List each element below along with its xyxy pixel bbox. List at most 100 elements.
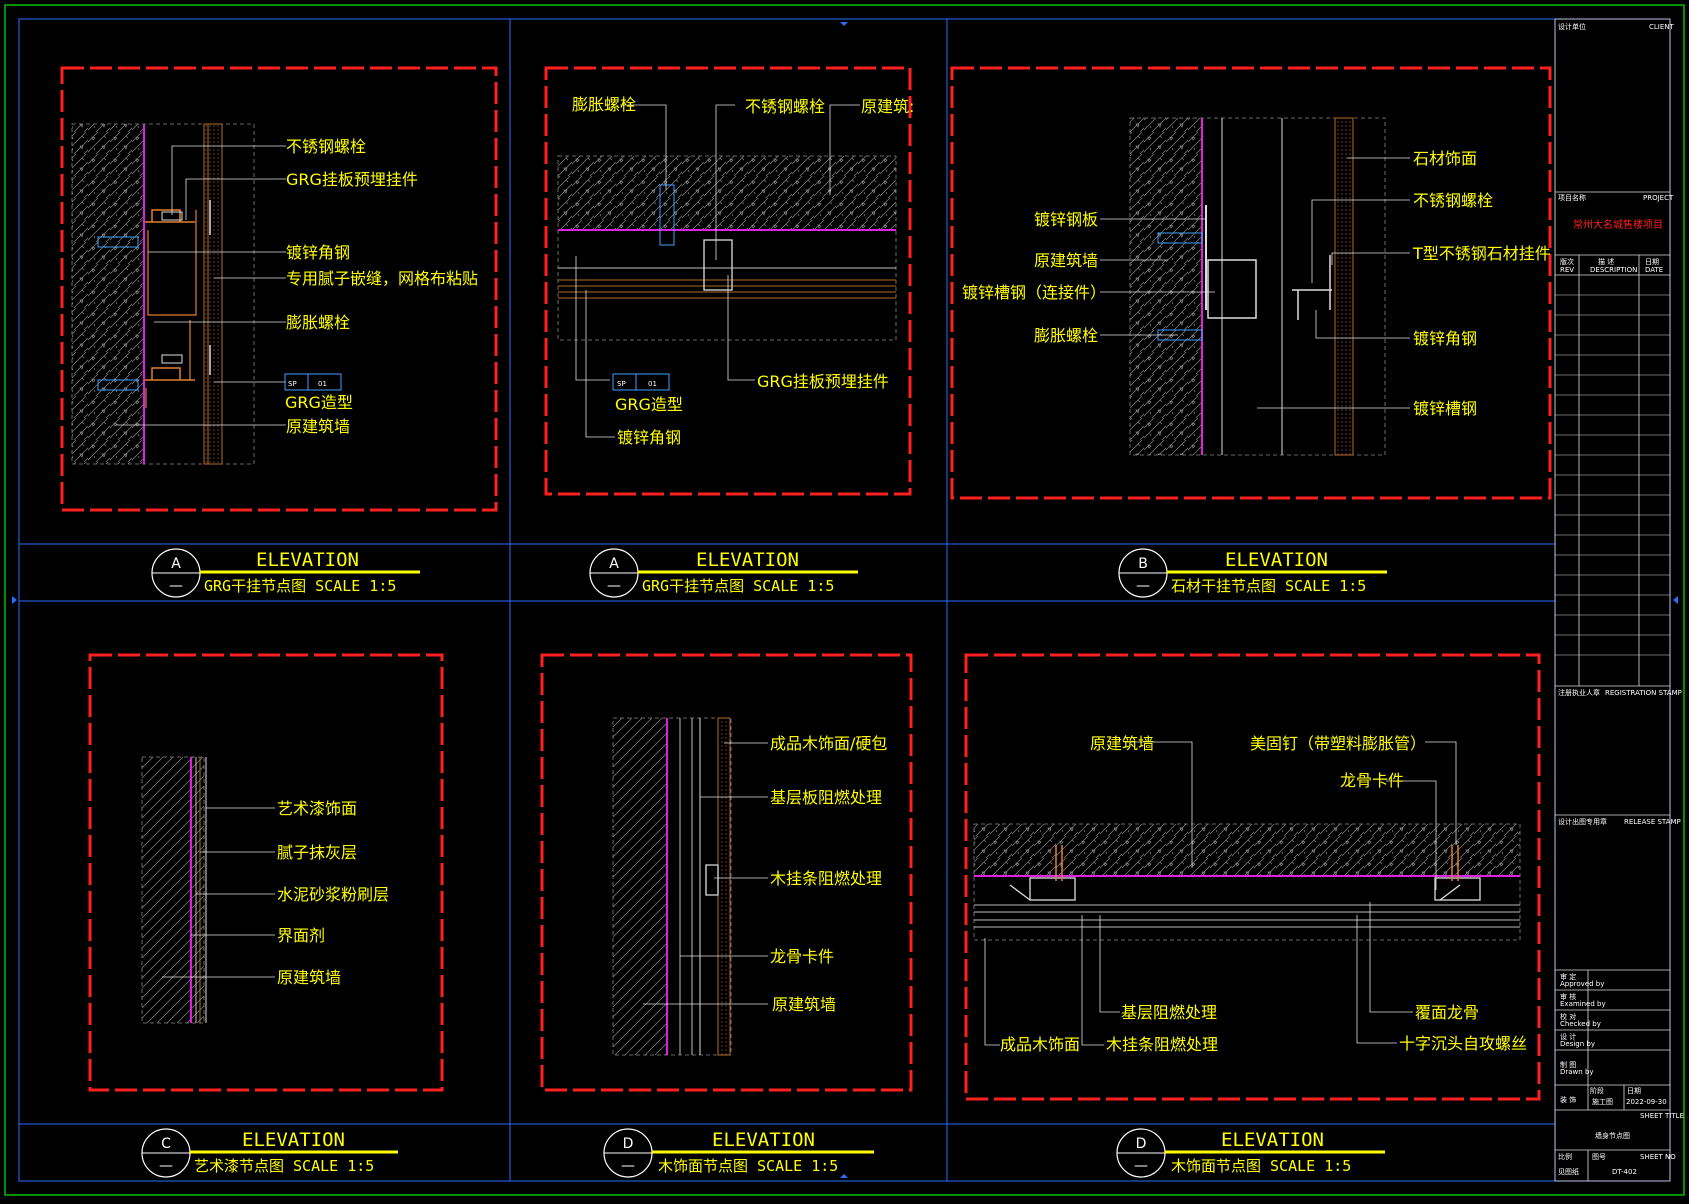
label-2-3: GRG挂板预埋挂件 — [757, 372, 889, 391]
panel-stone-detail: 石材饰面 不锈钢螺栓 镀锌钢板 原建筑墙 T型不锈钢石材挂件 镀锌槽钢（连接件）… — [950, 66, 1552, 500]
rev-col-1-en: REV — [1560, 266, 1574, 274]
label-6-6: 木挂条阻燃处理 — [1106, 1035, 1218, 1054]
title-bubble-3: B — ELEVATION 石材干挂节点图 SCALE 1:5 — [1118, 548, 1387, 598]
label-6-2: 龙骨卡件 — [1340, 771, 1404, 790]
material-tag-code-2: SP — [617, 380, 626, 388]
label-4-2: 水泥砂浆粉刷层 — [277, 885, 389, 904]
title-bubble-5-title: ELEVATION — [712, 1129, 815, 1151]
label-4-1: 腻子抹灰层 — [277, 843, 357, 862]
rev-col-3-en: DATE — [1645, 266, 1663, 274]
label-5-3: 龙骨卡件 — [770, 947, 834, 966]
label-6-4: 覆面龙骨 — [1415, 1003, 1479, 1022]
stage-label: 阶段 — [1590, 1086, 1604, 1095]
title-bubble-3-title: ELEVATION — [1225, 549, 1328, 571]
label-3-1: 不锈钢螺栓 — [1413, 191, 1493, 210]
label-6-1: 美固钉（带塑料膨胀管） — [1250, 734, 1426, 753]
title-bubble-5-sub: 木饰面节点图 SCALE 1:5 — [658, 1157, 838, 1175]
title-block-text: 设计单位 CLIENT 项目名称 PROJECT 常州大名城售楼项目 版次 描 … — [1558, 22, 1684, 1176]
title-bubble-2-title: ELEVATION — [696, 549, 799, 571]
label-1-2: 镀锌角钢 — [286, 243, 350, 262]
title-bubble-4-sub: 艺术漆节点图 SCALE 1:5 — [194, 1157, 374, 1175]
role-design-en: Design by — [1560, 1040, 1595, 1048]
rev-col-2: 描 述 — [1598, 257, 1614, 266]
title-bubble-6-id: D — [1136, 1136, 1147, 1152]
label-3-0: 石材饰面 — [1413, 149, 1477, 168]
title-bubble-5-num: — — [621, 1158, 635, 1174]
panel-wood-detail-2: 原建筑墙 美固钉（带塑料膨胀管） 龙骨卡件 基层阻燃处理 覆面龙骨 成品木饰面 … — [964, 653, 1541, 1101]
outer-frame — [4, 4, 1685, 1196]
role-drawn: 制 图 — [1560, 1060, 1576, 1069]
label-4-4: 原建筑墙 — [277, 968, 341, 987]
title-bubble-6-num: — — [1134, 1158, 1148, 1174]
release-label-en: RELEASE STAMP — [1624, 818, 1681, 826]
title-bubble-1-id: A — [171, 556, 181, 572]
project-name: 常州大名城售楼项目 — [1573, 218, 1663, 231]
project-label-en: PROJECT — [1643, 194, 1674, 202]
title-bubble-3-sub: 石材干挂节点图 SCALE 1:5 — [1171, 577, 1366, 595]
material-tag-number: 01 — [318, 380, 327, 388]
label-3-8: 镀锌槽钢 — [1413, 399, 1477, 418]
label-1-1: GRG挂板预埋挂件 — [286, 170, 418, 189]
label-5-0: 成品木饰面/硬包 — [770, 734, 887, 753]
title-bubble-2-num: — — [607, 578, 621, 594]
label-1-4: 膨胀螺栓 — [286, 313, 350, 332]
label-1-5: GRG造型 — [285, 393, 353, 412]
sheet-no-label-en: SHEET NO — [1640, 1153, 1676, 1161]
title-bubble-2: A — ELEVATION GRG干挂节点图 SCALE 1:5 — [589, 548, 858, 598]
rev-col-1: 版次 — [1560, 257, 1574, 266]
title-bubble-3-id: B — [1138, 556, 1148, 572]
stage-value: 施工图 — [1592, 1097, 1613, 1106]
role-approved: 审 定 — [1560, 972, 1576, 981]
date-value: 2022-09-30 — [1626, 1098, 1667, 1106]
label-3-7: 镀锌角钢 — [1413, 329, 1477, 348]
material-tag-code: SP — [288, 380, 297, 388]
title-bubble-1: A — ELEVATION GRG干挂节点图 SCALE 1:5 — [151, 548, 420, 598]
role-examined: 审 核 — [1560, 992, 1576, 1001]
label-4-0: 艺术漆饰面 — [277, 799, 357, 818]
title-bubble-6-sub: 木饰面节点图 SCALE 1:5 — [1171, 1157, 1351, 1175]
title-bubble-3-num: — — [1136, 578, 1150, 594]
specialty: 装 饰 — [1560, 1095, 1576, 1104]
label-6-7: 十字沉头自攻螺丝 — [1399, 1034, 1527, 1053]
center-marks — [12, 22, 1678, 1178]
label-1-0: 不锈钢螺栓 — [286, 137, 366, 156]
sheet-no-label: 图号 — [1592, 1153, 1606, 1161]
label-6-0: 原建筑墙 — [1090, 734, 1154, 753]
label-2-2: 原建筑: — [861, 97, 914, 116]
label-1-3: 专用腻子嵌缝，网格布粘贴 — [286, 269, 478, 288]
role-design: 设 计 — [1560, 1032, 1576, 1041]
panel-grg-detail-2: SP 01 膨胀螺栓 不锈钢螺栓 原建筑: GRG挂板预埋挂件 GRG造型 镀锌… — [544, 66, 914, 496]
title-block — [1554, 18, 1671, 1182]
label-3-5: 镀锌槽钢（连接件） — [962, 283, 1106, 302]
sheet-title: 墙身节点图 — [1595, 1131, 1630, 1140]
label-1-6: 原建筑墙 — [286, 417, 350, 436]
title-bubble-1-num: — — [169, 578, 183, 594]
sheet-title-label-en: SHEET TITLE — [1640, 1112, 1684, 1120]
label-2-5: 镀锌角钢 — [617, 428, 681, 447]
title-bubble-2-sub: GRG干挂节点图 SCALE 1:5 — [642, 577, 834, 595]
release-label: 设计出图专用章 — [1558, 817, 1607, 826]
client-label-en: CLIENT — [1649, 23, 1675, 31]
reg-stamp-label: 注册执业人章 — [1558, 688, 1600, 697]
sheet-no: DT-402 — [1612, 1168, 1637, 1176]
label-5-2: 木挂条阻燃处理 — [770, 869, 882, 888]
title-bubble-1-sub: GRG干挂节点图 SCALE 1:5 — [204, 577, 396, 595]
title-bubbles: A — ELEVATION GRG干挂节点图 SCALE 1:5 A — ELE… — [141, 548, 1387, 1178]
rev-col-2-en: DESCRIPTION — [1590, 266, 1637, 274]
role-drawn-en: Drawn by — [1560, 1068, 1594, 1076]
scale-value: 见图纸 — [1558, 1167, 1579, 1176]
label-2-1: 不锈钢螺栓 — [745, 97, 825, 116]
label-6-5: 成品木饰面 — [1000, 1035, 1080, 1054]
label-5-4: 原建筑墙 — [772, 995, 836, 1014]
panel-art-paint-detail: 艺术漆饰面 腻子抹灰层 水泥砂浆粉刷层 界面剂 原建筑墙 — [88, 653, 444, 1092]
label-2-0: 膨胀螺栓 — [572, 95, 636, 114]
label-6-3: 基层阻燃处理 — [1121, 1003, 1217, 1022]
label-3-6: 膨胀螺栓 — [1034, 326, 1098, 345]
title-bubble-4-title: ELEVATION — [242, 1129, 345, 1151]
role-checked: 校 对 — [1560, 1012, 1576, 1021]
label-3-2: 镀锌钢板 — [1034, 210, 1098, 229]
client-label: 设计单位 — [1558, 22, 1586, 31]
reg-stamp-label-en: REGISTRATION STAMP — [1605, 689, 1682, 697]
project-label: 项目名称 — [1558, 193, 1586, 202]
